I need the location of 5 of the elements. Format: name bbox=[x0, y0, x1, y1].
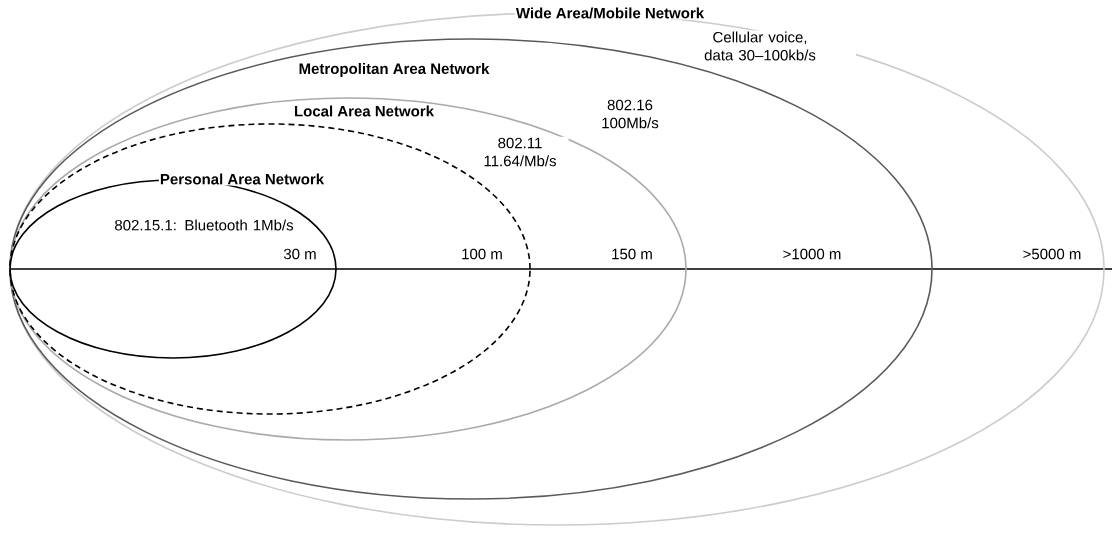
distance-label: >1000 m bbox=[781, 247, 843, 261]
distance-label: 30 m bbox=[282, 247, 318, 261]
distance-label: >5000 m bbox=[1021, 247, 1083, 261]
distance-label: 100 m bbox=[460, 247, 504, 261]
distance-label: 150 m bbox=[610, 247, 654, 261]
